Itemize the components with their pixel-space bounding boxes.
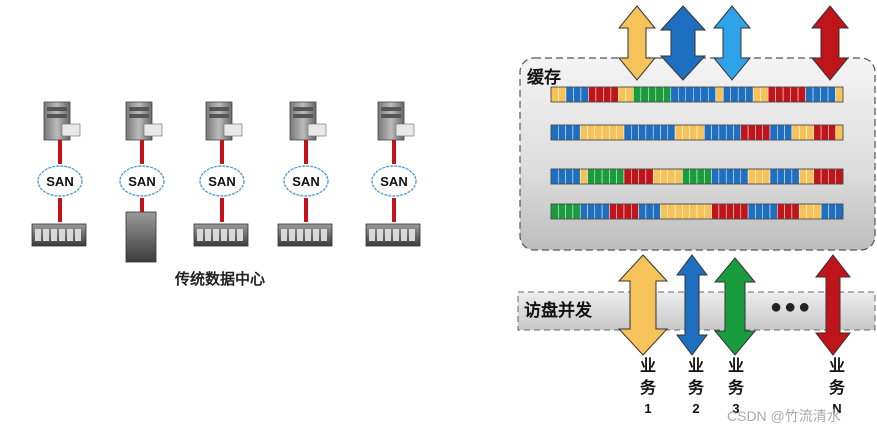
san-cloud-icon: SAN xyxy=(283,165,329,197)
link-line xyxy=(220,198,224,222)
link-line xyxy=(304,138,308,164)
link-line xyxy=(392,138,396,164)
cache-strip xyxy=(550,124,844,141)
datacenter-column: SAN xyxy=(365,101,421,247)
cache-strip xyxy=(550,168,844,185)
server-icon xyxy=(43,101,81,141)
server-icon xyxy=(205,101,243,141)
link-line xyxy=(140,138,144,164)
double-arrow-icon xyxy=(617,254,669,356)
san-label: SAN xyxy=(292,174,319,189)
double-arrow-icon xyxy=(617,5,657,81)
io-concurrency-label: 访盘并发 xyxy=(524,301,592,320)
server-icon xyxy=(125,101,163,141)
double-arrow-icon xyxy=(676,254,708,356)
datacenter-column: SAN xyxy=(119,101,165,263)
business-2-label: 业 务 2 xyxy=(687,358,704,416)
business-1-label: 业 务 1 xyxy=(639,358,656,416)
server-icon xyxy=(377,101,415,141)
cache-strip xyxy=(550,203,844,220)
double-arrow-icon xyxy=(713,257,757,356)
datacenter-column: SAN xyxy=(193,101,249,247)
san-label: SAN xyxy=(380,174,407,189)
cache-strips xyxy=(550,86,844,220)
storage-icon xyxy=(365,223,421,247)
link-line xyxy=(392,198,396,222)
cache-strip xyxy=(550,86,844,103)
cache-box xyxy=(519,57,876,251)
datacenter-column: SAN xyxy=(277,101,333,247)
watermark: CSDN @竹流清水 xyxy=(727,408,841,424)
san-cloud-icon: SAN xyxy=(37,165,83,197)
double-arrow-icon xyxy=(659,5,707,81)
ellipsis-icon: ●●● xyxy=(770,296,813,318)
storage-icon xyxy=(193,223,249,247)
datacenter-caption: 传统数据中心 xyxy=(174,271,265,288)
double-arrow-icon xyxy=(712,5,752,81)
san-cloud-icon: SAN xyxy=(199,165,245,197)
storage-icon xyxy=(277,223,333,247)
io-arrows xyxy=(617,5,852,356)
san-label: SAN xyxy=(46,174,73,189)
san-label: SAN xyxy=(128,174,155,189)
double-arrow-icon xyxy=(814,254,852,356)
link-line xyxy=(140,198,144,222)
link-line xyxy=(220,138,224,164)
link-line xyxy=(58,138,62,164)
traditional-datacenter: SAN SAN SAN SAN SAN xyxy=(31,101,421,263)
cache-label: 缓存 xyxy=(527,68,561,87)
business-3-label: 业 务 3 xyxy=(727,358,744,416)
san-cloud-icon: SAN xyxy=(371,165,417,197)
storage-icon xyxy=(125,211,157,263)
link-line xyxy=(58,198,62,222)
san-label: SAN xyxy=(208,174,235,189)
server-icon xyxy=(289,101,327,141)
link-line xyxy=(304,198,308,222)
business-n-label: 业 务 N xyxy=(828,358,845,416)
datacenter-column: SAN xyxy=(31,101,87,247)
double-arrow-icon xyxy=(810,5,850,81)
storage-icon xyxy=(31,223,87,247)
san-cloud-icon: SAN xyxy=(119,165,165,197)
